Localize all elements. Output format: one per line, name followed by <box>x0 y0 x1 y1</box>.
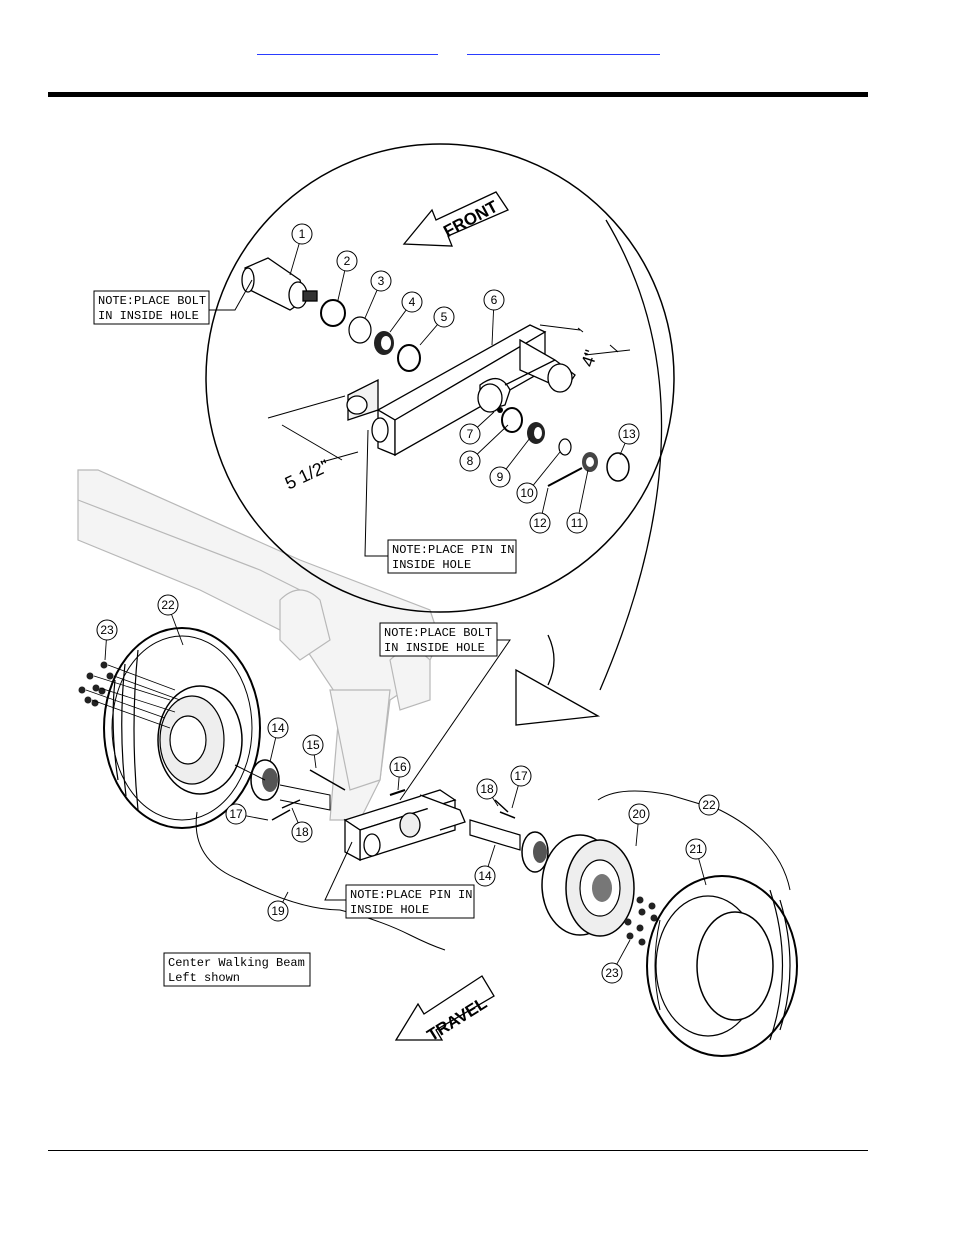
svg-text:IN INSIDE HOLE: IN INSIDE HOLE <box>98 309 199 323</box>
callout-number: 23 <box>100 623 114 637</box>
callout-number: 3 <box>378 274 385 288</box>
callout-number: 11 <box>571 516 584 530</box>
seal <box>321 300 345 326</box>
svg-text:INSIDE HOLE: INSIDE HOLE <box>392 558 471 572</box>
callout-number: 19 <box>271 904 285 918</box>
callout-number: 23 <box>605 966 619 980</box>
hub-cap <box>607 453 629 481</box>
svg-text:NOTE:PLACE PIN IN: NOTE:PLACE PIN IN <box>350 888 472 902</box>
callout-number: 4 <box>409 295 416 309</box>
callout-number: 17 <box>514 769 528 783</box>
svg-text:INSIDE HOLE: INSIDE HOLE <box>350 903 429 917</box>
callout-number: 21 <box>689 842 703 856</box>
grease-zerk <box>497 407 503 413</box>
callout-number: 22 <box>702 798 716 812</box>
castle-nut <box>582 452 598 472</box>
callout-number: 17 <box>229 807 243 821</box>
callout-number: 13 <box>622 427 636 441</box>
right-rim <box>542 835 634 936</box>
washer <box>559 439 571 455</box>
callout-number: 5 <box>441 310 448 324</box>
right-tire <box>647 876 797 1056</box>
callout-number: 22 <box>161 598 175 612</box>
bearing-cone-2 <box>527 422 545 444</box>
footer-rule <box>48 1150 868 1151</box>
callout-number: 9 <box>497 470 504 484</box>
svg-text:NOTE:PLACE BOLT: NOTE:PLACE BOLT <box>98 294 206 308</box>
svg-text:IN INSIDE HOLE: IN INSIDE HOLE <box>384 641 485 655</box>
callout-number: 18 <box>295 825 309 839</box>
left-tire <box>104 628 260 828</box>
callout-number: 2 <box>344 254 351 268</box>
cup <box>398 345 420 371</box>
svg-text:NOTE:PLACE PIN IN: NOTE:PLACE PIN IN <box>392 543 514 557</box>
callout-number: 1 <box>299 227 306 241</box>
callout-number: 18 <box>480 782 494 796</box>
caption-box: Center Walking Beam Left shown <box>164 953 310 986</box>
bearing-race <box>349 317 371 343</box>
bearing-cone <box>374 331 394 355</box>
svg-text:Left shown: Left shown <box>168 971 240 985</box>
svg-text:NOTE:PLACE BOLT: NOTE:PLACE BOLT <box>384 626 492 640</box>
callout-number: 12 <box>533 516 547 530</box>
callout-number: 14 <box>478 869 492 883</box>
callout-number: 14 <box>271 721 285 735</box>
svg-text:Center Walking Beam: Center Walking Beam <box>168 956 305 970</box>
callout-number: 15 <box>306 738 320 752</box>
callout-number: 6 <box>491 293 498 307</box>
callout-number: 20 <box>632 807 646 821</box>
callout-number: 10 <box>520 486 534 500</box>
callout-number: 8 <box>467 454 474 468</box>
callout-number: 16 <box>393 760 407 774</box>
callout-number: 7 <box>467 427 474 441</box>
